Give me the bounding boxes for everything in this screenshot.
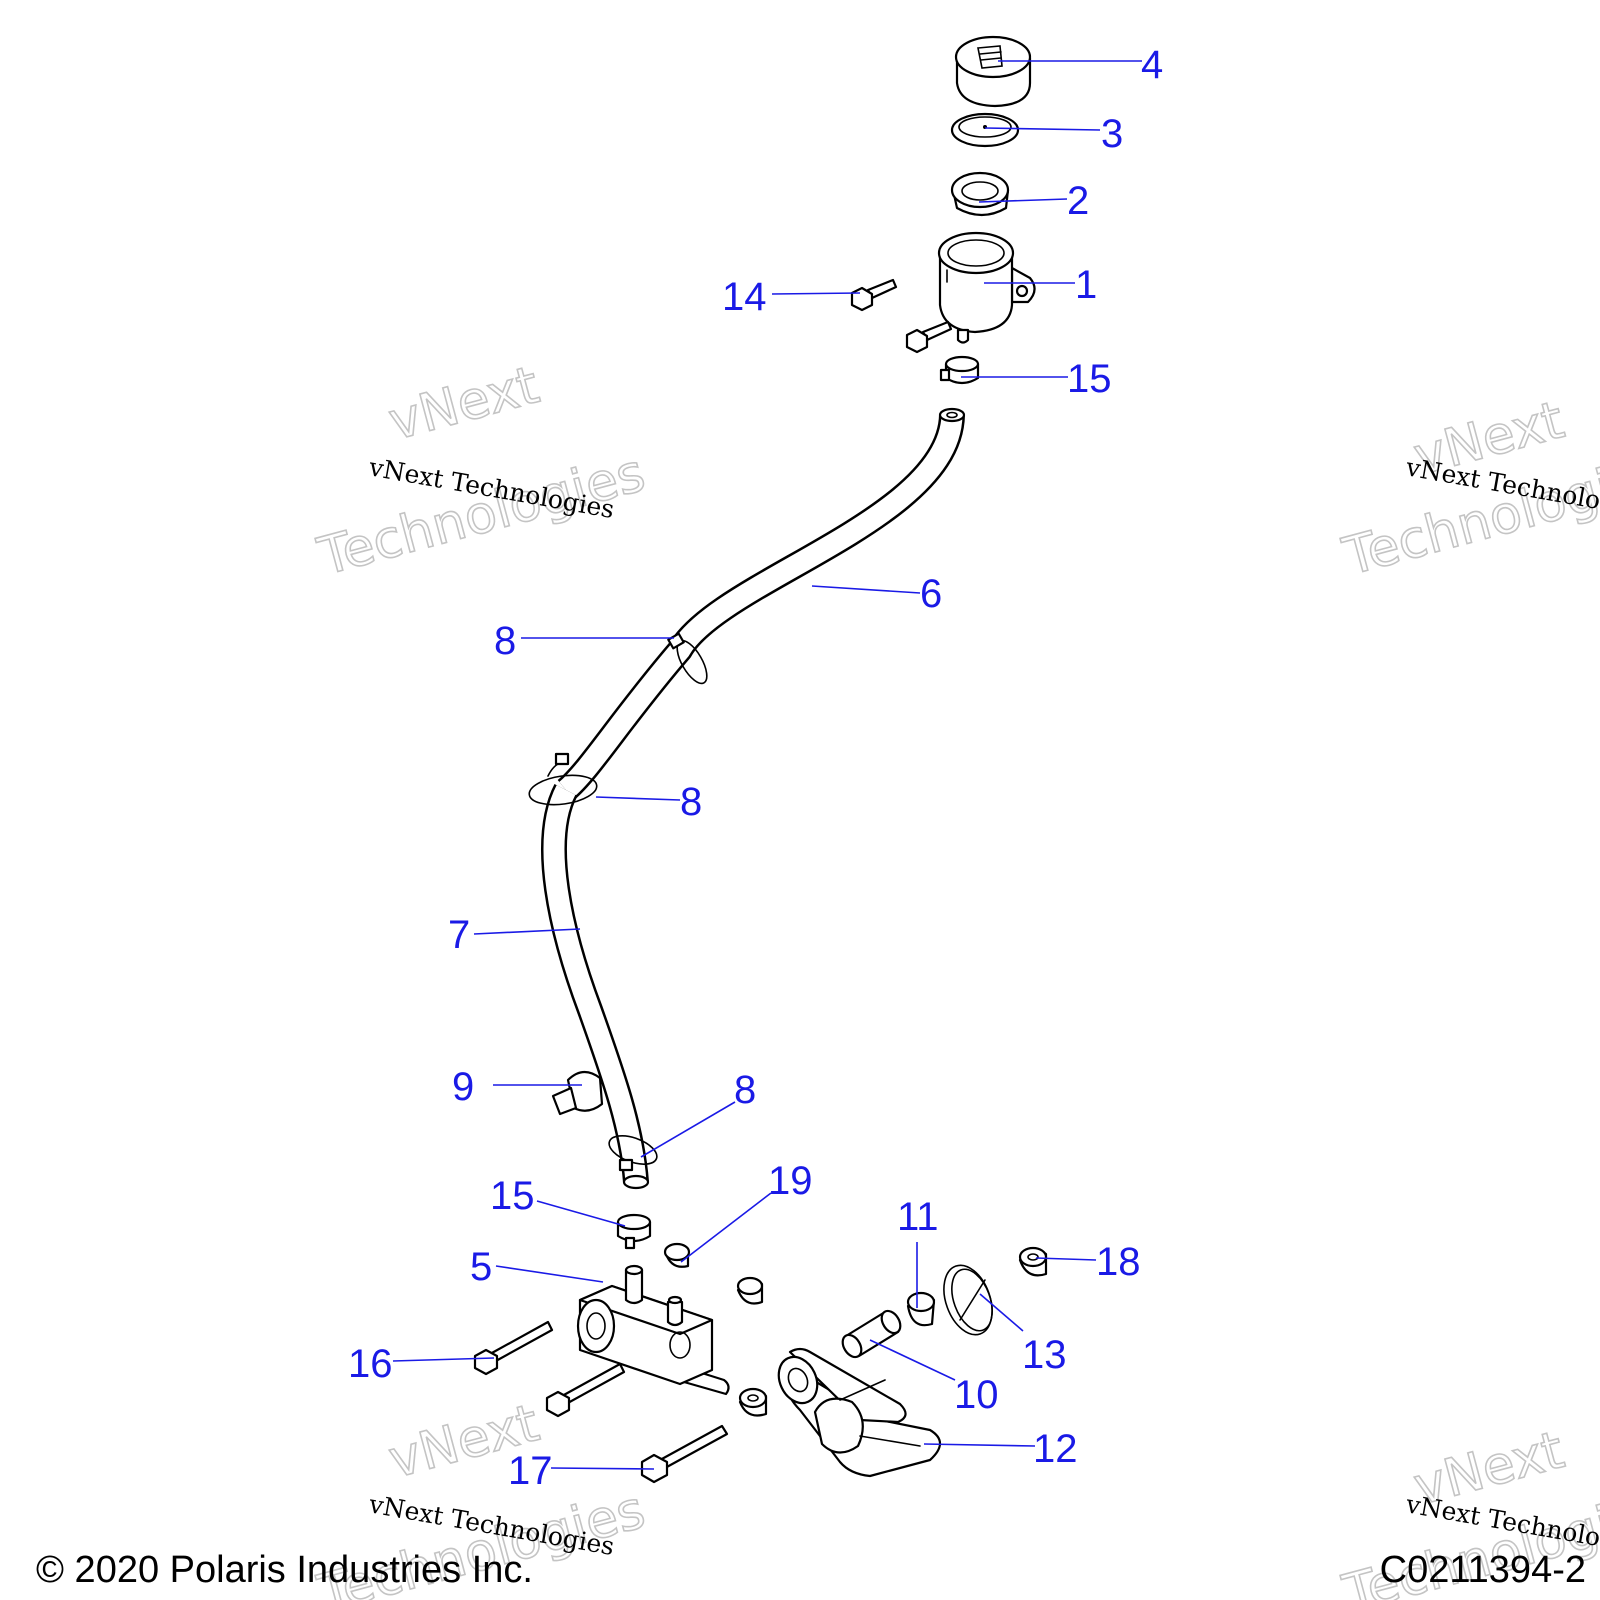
- hose-clip: [551, 1070, 604, 1116]
- reservoir-bolt-lower: [905, 320, 953, 354]
- brake-pedal: [777, 1347, 942, 1478]
- callout-2: 2: [1067, 179, 1089, 223]
- reservoir-cap: [954, 35, 1032, 108]
- watermark-top-right: vNext Technologies vNext Technologies: [1336, 389, 1600, 588]
- callout-12: 12: [1033, 1427, 1078, 1471]
- callout-13: 13: [1022, 1333, 1067, 1377]
- return-spring: [943, 1264, 993, 1336]
- copyright-notice: © 2020 Polaris Industries Inc.: [36, 1549, 533, 1591]
- cylinder-bolt-upper: [473, 1320, 554, 1376]
- callout-11: 11: [897, 1195, 939, 1239]
- bushing-11: [906, 1291, 936, 1327]
- reservoir-bolt-upper: [850, 278, 898, 312]
- cable-tie-lower: [608, 1135, 658, 1172]
- bushing-18: [1018, 1246, 1048, 1277]
- cylinder-bolt-middle: [545, 1362, 626, 1418]
- callout-10: 10: [954, 1373, 999, 1417]
- callout-labels: 4 3 2 1 14 15 6 8 8 7 9 8 15 19 5 11 18 …: [348, 43, 1163, 1493]
- leader-lines: [392, 60, 1142, 1470]
- diaphragm-plate: [950, 112, 1020, 148]
- hose-clamp-lower: [616, 1213, 652, 1250]
- watermark-top-left: vNext Technologies vNext Technologies: [311, 354, 652, 588]
- bushing-upper: [736, 1276, 764, 1305]
- pivot-pin: [841, 1309, 902, 1359]
- callout-3: 3: [1101, 112, 1123, 156]
- cable-tie-middle: [528, 752, 598, 806]
- callout-15-upper: 15: [1067, 357, 1112, 401]
- callout-18: 18: [1096, 1240, 1141, 1284]
- hose-clamp-upper: [939, 355, 980, 385]
- callout-6: 6: [920, 572, 942, 616]
- callout-4: 4: [1141, 43, 1163, 87]
- callout-7: 7: [448, 913, 470, 957]
- master-cylinder: [576, 1264, 730, 1396]
- cable-tie-upper: [667, 632, 708, 685]
- bushing-lower: [738, 1387, 768, 1417]
- svg-text:vNext: vNext: [383, 355, 545, 452]
- hose-lower: [541, 784, 650, 1190]
- drawing-number: C0211394-2: [1379, 1549, 1586, 1591]
- callout-17: 17: [508, 1449, 553, 1493]
- callout-1: 1: [1075, 263, 1097, 307]
- diaphragm-seal: [950, 171, 1010, 217]
- callout-8-upper: 8: [494, 619, 516, 663]
- callout-19: 19: [768, 1159, 813, 1203]
- hose-upper: [557, 407, 966, 800]
- callout-14: 14: [722, 275, 767, 319]
- callout-8-middle: 8: [680, 780, 702, 824]
- reservoir: [937, 231, 1036, 344]
- callout-15-lower: 15: [490, 1174, 535, 1218]
- cylinder-bolt-lower: [640, 1424, 729, 1484]
- callout-8-lower: 8: [734, 1068, 756, 1112]
- callout-9: 9: [452, 1065, 474, 1109]
- bushing-19: [663, 1242, 691, 1268]
- callout-5: 5: [470, 1245, 492, 1289]
- callout-16: 16: [348, 1342, 393, 1386]
